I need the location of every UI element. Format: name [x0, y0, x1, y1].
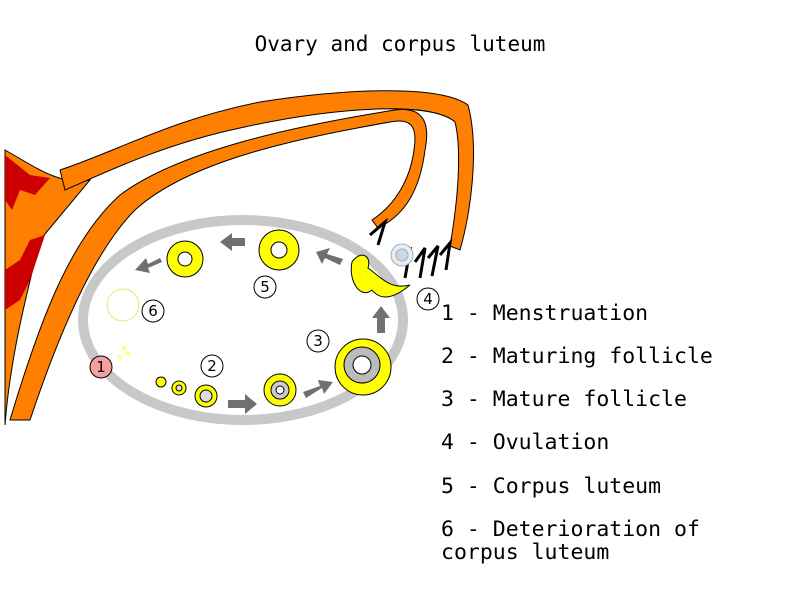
fallopian-tube-outer	[59, 90, 474, 251]
marker-5: 5	[260, 278, 270, 296]
ovary	[78, 215, 408, 425]
marker-3: 3	[313, 332, 323, 350]
legend-item-2: 2 - Maturing follicle	[441, 344, 713, 369]
diagram-title: Ovary and corpus luteum	[254, 32, 546, 56]
legend-item-6: 6 - Deterioration of corpus luteum	[441, 517, 700, 565]
marker-6: 6	[148, 302, 158, 320]
uterus-lining	[5, 155, 50, 310]
legend-item-4: 4 - Ovulation	[441, 430, 610, 455]
legend-item-3: 3 - Mature follicle	[441, 387, 687, 412]
marker-2: 2	[207, 357, 217, 375]
legend-item-1: 1 - Menstruation	[441, 301, 649, 326]
legend-item-5: 5 - Corpus luteum	[441, 474, 662, 499]
marker-4: 4	[423, 290, 433, 308]
follicles	[106, 229, 414, 408]
step-markers	[89, 275, 440, 379]
cycle-arrows	[135, 233, 390, 414]
marker-1: 1	[96, 358, 106, 376]
